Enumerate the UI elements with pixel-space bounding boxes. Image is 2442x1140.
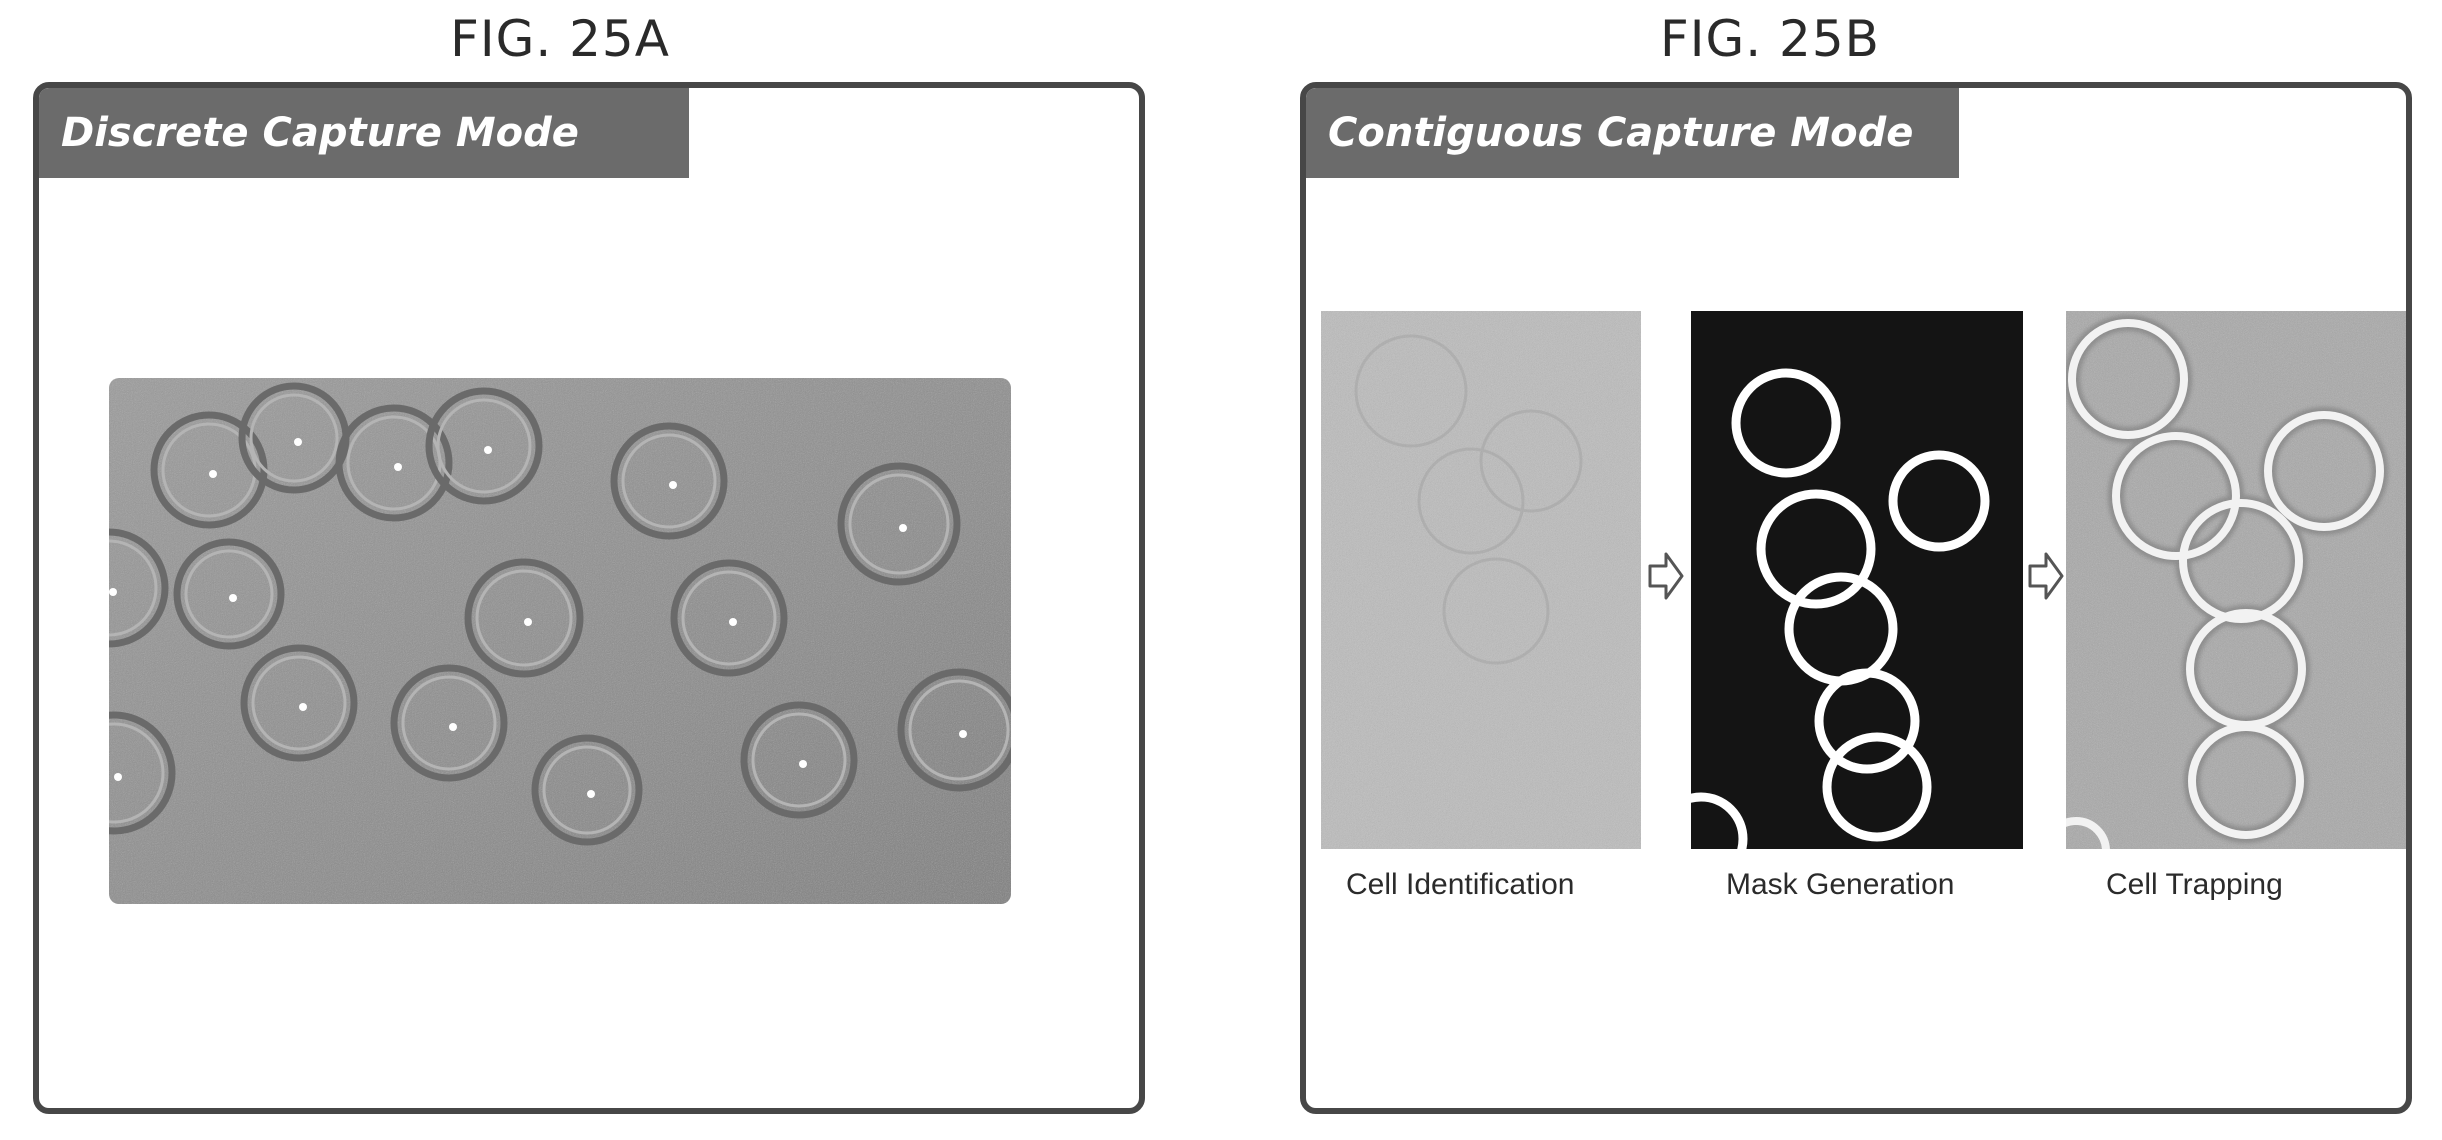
cell-center-dot [524, 618, 532, 626]
cell-group [109, 382, 1011, 846]
discrete-capture-header: Discrete Capture Mode [39, 88, 689, 178]
cell-ring-highlight [436, 398, 532, 494]
cell-ring-highlight [681, 570, 777, 666]
cell-center-dot [299, 703, 307, 711]
cell-ring [531, 734, 643, 846]
cell-center-dot [484, 446, 492, 454]
cell-ring-highlight [751, 712, 847, 808]
cell-center-dot [209, 470, 217, 478]
contiguous-capture-header: Contiguous Capture Mode [1306, 88, 1959, 178]
cell-center-dot [799, 760, 807, 768]
cell-ring [335, 404, 453, 522]
cell-ring [109, 528, 169, 648]
cell-ring [897, 668, 1011, 792]
cell-ring-highlight [401, 675, 497, 771]
cell-center-dot [587, 790, 595, 798]
cell-center-dot [449, 723, 457, 731]
cell-ring-highlight [109, 539, 158, 637]
cell-center-dot [394, 463, 402, 471]
figure-25b-title: FIG. 25B [1660, 10, 1880, 68]
cell-center-dot [899, 524, 907, 532]
step-label-cell-identification: Cell Identification [1346, 868, 1575, 901]
cell-center-dot [729, 618, 737, 626]
cell-ring [464, 558, 584, 678]
cell-ring-highlight [542, 745, 632, 835]
cell-ring [610, 422, 728, 540]
cell-ring [740, 701, 858, 819]
discrete-capture-panel: Discrete Capture Mode [33, 82, 1145, 1114]
cell-ring [390, 664, 508, 782]
cell-center-dot [114, 773, 122, 781]
cell-ring [425, 387, 543, 505]
cell-trapping-image [2066, 311, 2406, 849]
cell-ring [837, 462, 961, 586]
cell-center-dot [109, 588, 117, 596]
cell-ring [109, 711, 176, 835]
cell-identification-image [1321, 311, 1641, 849]
cell-ring-highlight [475, 569, 573, 667]
cell-ring-highlight [249, 393, 339, 483]
cell-ring-highlight [848, 473, 950, 575]
cell-ring-highlight [184, 549, 274, 639]
step-label-cell-trapping: Cell Trapping [2106, 868, 2283, 901]
cell-center-dot [229, 594, 237, 602]
step-label-mask-generation: Mask Generation [1726, 868, 1955, 901]
cell-center-dot [294, 438, 302, 446]
right-arrow-icon [2028, 552, 2064, 600]
cell-ring [173, 538, 285, 650]
micrograph-background [109, 378, 1011, 904]
cell-center-dot [959, 730, 967, 738]
cell-ring-highlight [251, 655, 347, 751]
cell-ring [240, 644, 358, 762]
mask-generation-image [1691, 311, 2023, 849]
discrete-capture-micrograph [109, 378, 1011, 904]
cell-ring-highlight [109, 722, 165, 824]
cell-ring-highlight [908, 679, 1010, 781]
cell-ring [670, 559, 788, 677]
cell-center-dot [669, 481, 677, 489]
contiguous-capture-panel: Contiguous Capture Mode [1300, 82, 2412, 1114]
right-arrow-icon [1648, 552, 1684, 600]
cell-ring-highlight [621, 433, 717, 529]
figure-25a-title: FIG. 25A [450, 10, 670, 68]
